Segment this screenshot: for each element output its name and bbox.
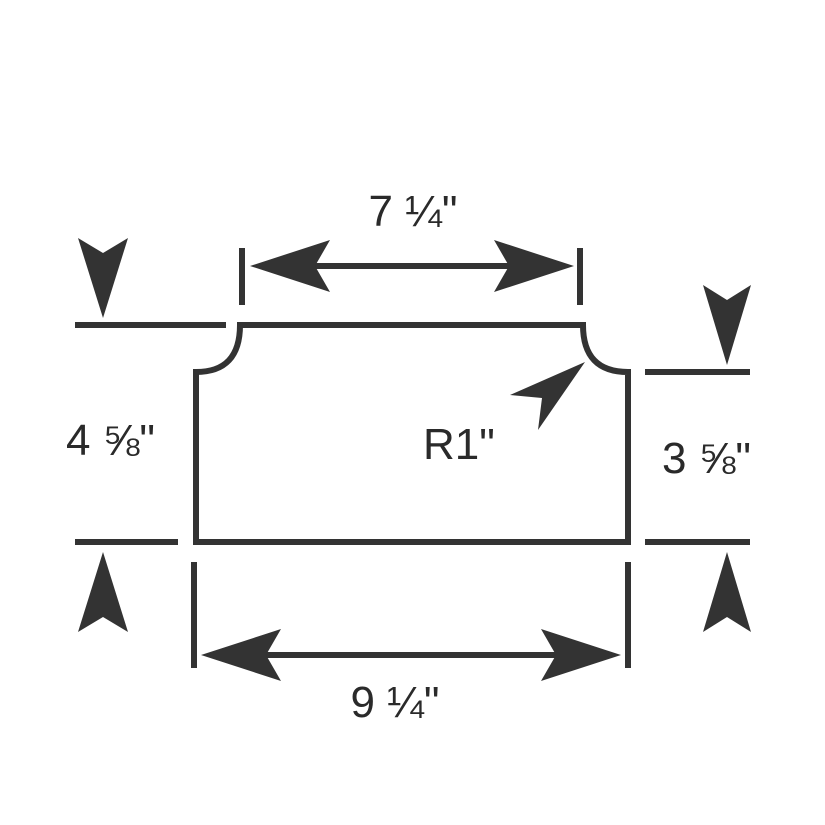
- top-width-label: 7 ¼": [368, 187, 457, 236]
- right-height-label: 3 ⅝": [662, 434, 751, 483]
- left-dimension-arrow-top: [78, 238, 128, 318]
- left-dimension-arrow-bottom: [78, 552, 128, 632]
- left-height-label: 4 ⅝": [66, 416, 155, 465]
- right-dimension-arrow-top: [703, 285, 751, 365]
- bottom-dimension-arrow-left: [201, 629, 281, 681]
- bottom-dimension-arrow-right: [541, 629, 621, 681]
- radius-leader-arrow: [510, 362, 585, 430]
- corner-radius-label: R1": [423, 420, 495, 469]
- right-dimension-arrow-bottom: [703, 552, 751, 632]
- bottom-width-label: 9 ¼": [350, 678, 439, 727]
- top-dimension-arrow-right: [494, 240, 574, 292]
- top-dimension-arrow-left: [250, 240, 330, 292]
- profile-outline: [193, 322, 631, 545]
